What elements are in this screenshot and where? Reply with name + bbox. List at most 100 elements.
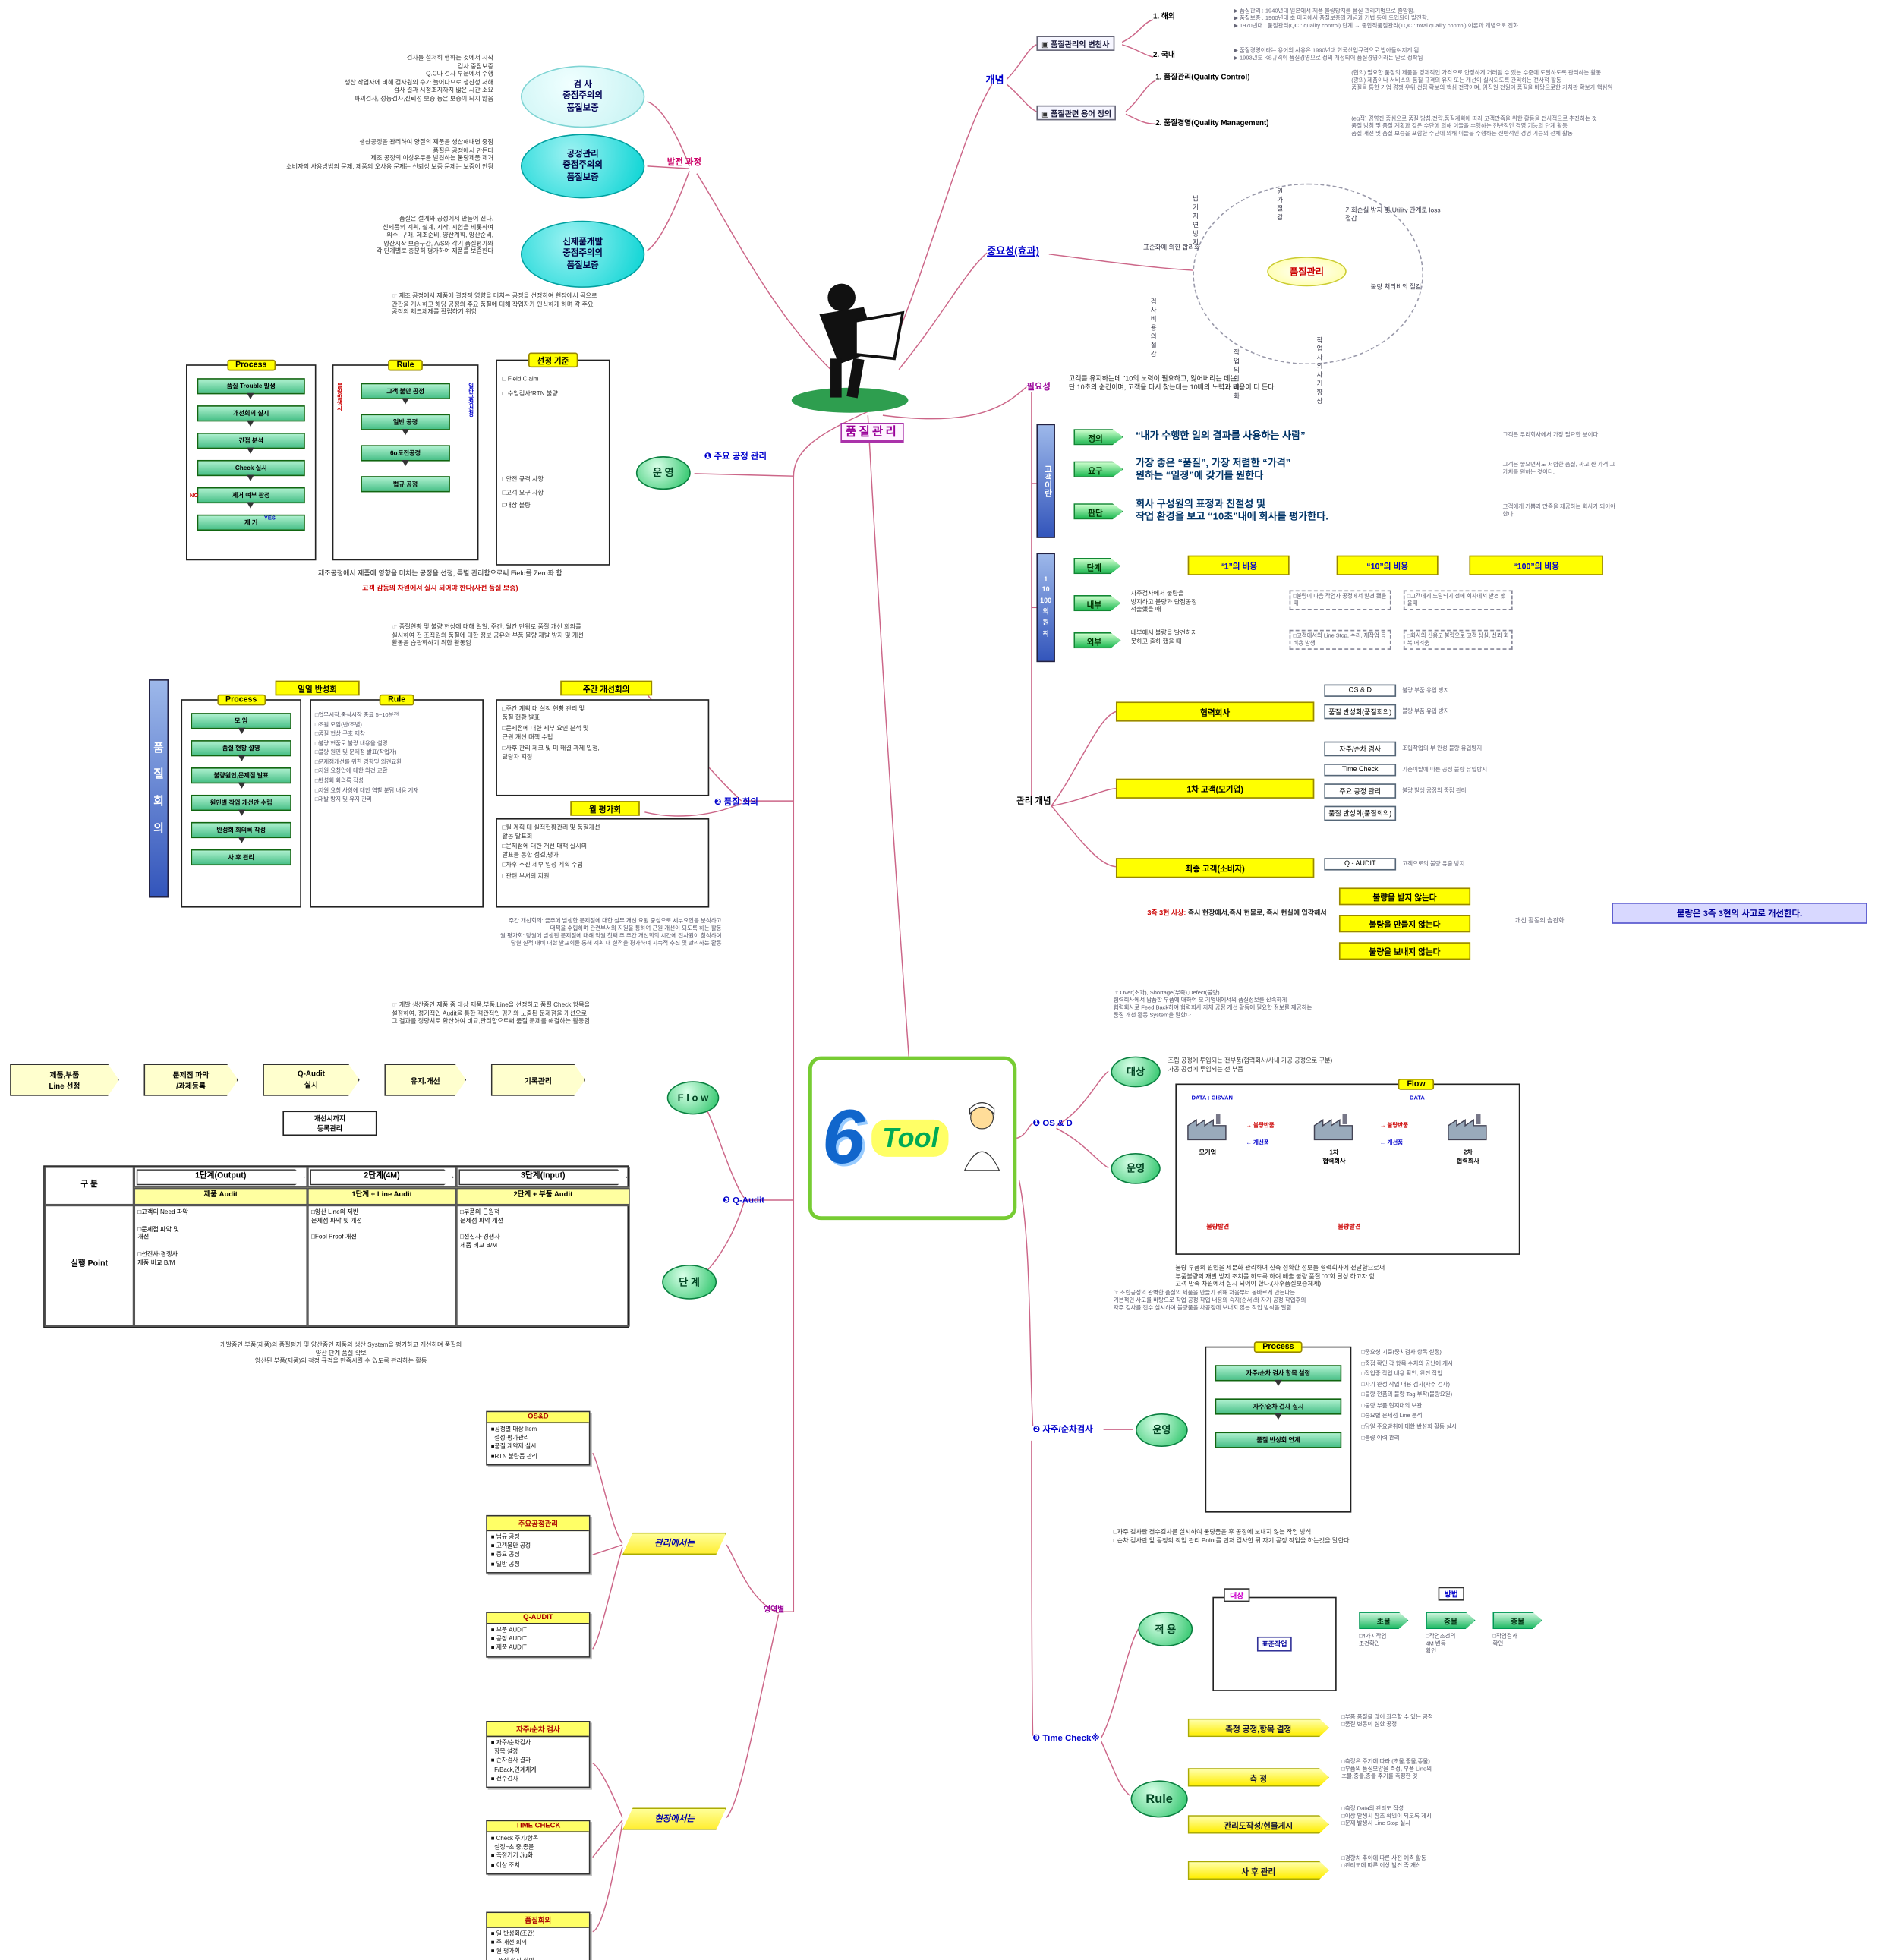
osd-label[interactable]: ❶ OS & D [1032,1119,1073,1129]
meeting-step[interactable]: 불량원인,문제점 발표 [191,767,291,784]
selfcheck-step[interactable]: 자주/순차 검사 항목 설정 [1215,1365,1342,1382]
principle-inner-label[interactable]: 내부 [1073,594,1121,612]
node-osd-target[interactable]: 대상 [1111,1056,1161,1088]
customer-req-label[interactable]: 요구 [1073,461,1123,477]
cost-10-box[interactable]: “10”의 비용 [1336,555,1439,575]
area-box-timecheck[interactable]: TIME CHECK■ Check 주기/항목 설정~초,중,종물 ■ 측정기기… [486,1820,591,1875]
daily-meeting-title[interactable]: 일일 반성회 [275,680,360,696]
meeting-step[interactable]: 품질 현황 설명 [191,740,291,757]
qaudit-label[interactable]: ❸ Q-Audit [723,1196,764,1205]
rule-step-4[interactable]: 사 후 관리 [1188,1861,1329,1880]
monthly-meeting-title[interactable]: 월 평가회 [570,801,640,816]
weekly-meeting-title[interactable]: 주간 개선회의 [560,680,653,696]
area-box-selfcheck[interactable]: 자주/순차 검사■ 자주/순차검사 항목 설정 ■ 순차검사 결과 F/Back… [486,1721,591,1788]
selfcheck-step[interactable]: 자주/순차 검사 실시 [1215,1398,1342,1415]
timecheck-label[interactable]: ❸ Time Check※ [1032,1734,1100,1744]
meeting-step[interactable]: 사 후 관리 [191,849,291,866]
flow-step[interactable]: 제품,부품 Line 선정 [10,1064,119,1095]
meeting-step[interactable]: 모 임 [191,713,291,729]
quality-meeting-label[interactable]: ❷ 품질 회의 [714,798,758,808]
main-process-label[interactable]: ❶ 주요 공정 관리 [704,452,767,462]
process-step[interactable]: 제거 여부 판정 [197,487,306,504]
area-label[interactable]: 영역별 [764,1606,785,1615]
mgmt-item-box[interactable]: 주요 공정 관리 [1324,783,1397,799]
slogan-2[interactable]: 불량을 만들지 않는다 [1338,915,1471,933]
cost-1-box[interactable]: “1”의 비용 [1187,555,1290,575]
rule-step-3[interactable]: 관리도작성/현물게시 [1188,1815,1329,1833]
selfcheck-step[interactable]: 품질 반성회 연계 [1215,1432,1342,1448]
selfcheck-label[interactable]: ❷ 자주/순차검사 [1032,1426,1093,1435]
method-arrow[interactable]: 종물 [1492,1612,1542,1630]
process-step[interactable]: 제 거 [197,514,306,531]
node-history-title[interactable]: ▣ 품질관리의 변천사 [1036,36,1114,51]
process-step[interactable]: 개선회의 실시 [197,405,306,422]
stage2-header[interactable]: 2단계(4M) [310,1169,453,1185]
mgmt-item-box[interactable]: OS & D [1324,684,1397,697]
mgmt-item-box[interactable]: Time Check [1324,764,1397,777]
mgmt-item-box[interactable]: 자주/순차 검사 [1324,741,1397,757]
branch-importance-label[interactable]: 중요성(효과) [987,245,1039,257]
rule-step-1[interactable]: 측정 공정,항목 결정 [1188,1719,1329,1737]
flow-step[interactable]: 문제점 파악 /과제등록 [143,1064,238,1095]
node-operation[interactable]: 운 영 [635,456,691,490]
cost-100-box[interactable]: “100”의 비용 [1469,555,1603,575]
customer-judge-label[interactable]: 판단 [1073,503,1123,520]
area-box-osd[interactable]: OS&D■공정별 대상 Item 설정·평가관리 ■품질 계약제 실시 ■RTN… [486,1410,591,1466]
mgmt-item-box[interactable]: Q - AUDIT [1324,858,1397,871]
node-selfcheck-operation[interactable]: 운영 [1136,1413,1188,1448]
node-timecheck-rule[interactable]: Rule [1130,1780,1188,1818]
three-principle-banner[interactable]: 불량은 3즉 3현의 사고로 개선한다. [1612,903,1867,924]
process-step[interactable]: Check 실시 [197,459,306,477]
node-partner-company[interactable]: 협력회사 [1115,701,1315,722]
principle-stage-label[interactable]: 단계 [1073,557,1121,575]
customer-def-label[interactable]: 정의 [1073,429,1123,446]
node-primary-customer[interactable]: 1차 고객(모기업) [1115,778,1315,799]
principle-outer-label[interactable]: 외부 [1073,632,1121,649]
stage1-header[interactable]: 1단계(Output) [137,1169,305,1185]
node-osd-operation[interactable]: 운영 [1111,1152,1161,1184]
six-tool-node[interactable]: 6 Tool [808,1056,1017,1221]
mgmt-item-box[interactable]: 품질 반성회(품질회의) [1324,704,1397,720]
terms-qc-label[interactable]: 1. 품질관리(Quality Control) [1155,74,1250,82]
rule-step-2[interactable]: 측 정 [1188,1768,1329,1786]
field-side-node[interactable]: 현장에서는 [622,1807,727,1830]
stage3-header[interactable]: 3단계(Input) [458,1169,627,1185]
flow-loop-box[interactable]: 개선시까지 등록관리 [282,1111,377,1136]
customer-section-bar[interactable]: 고객이란 [1036,424,1055,538]
flow-step[interactable]: Q-Audit 실시 [263,1064,359,1095]
node-terms-title[interactable]: ▣ 품질관련 용어 정의 [1036,105,1117,121]
terms-qm-label[interactable]: 2. 품질경영(Quality Management) [1155,120,1269,128]
history-domestic-label[interactable]: 2. 국내 [1152,52,1175,60]
process-step[interactable]: 간접 분석 [197,433,306,449]
branch-concept-label[interactable]: 개념 [985,74,1004,86]
area-box-qaudit[interactable]: Q-AUDIT■ 부품 AUDIT ■ 공정 AUDIT ■ 제품 AUDIT [486,1612,591,1658]
method-arrow[interactable]: 중물 [1426,1612,1476,1630]
rule-item[interactable]: 일반 공정 [361,414,450,430]
node-timecheck-apply[interactable]: 적 용 [1138,1612,1193,1647]
method-arrow[interactable]: 초물 [1359,1612,1409,1630]
flow-step[interactable]: 기록관리 [491,1064,585,1095]
mgmt-item-box[interactable]: 품질 반성회(품질회의) [1324,805,1397,821]
slogan-1[interactable]: 불량을 받지 않는다 [1338,887,1471,906]
node-stage[interactable]: 단 계 [662,1264,717,1300]
area-box-mainprocess[interactable]: 주요공정관리■ 법규 공정 ■ 고객불만 공정 ■ 중요 공정 ■ 일반 공정 [486,1514,591,1574]
meeting-step[interactable]: 원인별 작업 개선안 수립 [191,794,291,811]
importance-center-node[interactable]: 품질관리 [1267,257,1347,287]
area-box-meeting[interactable]: 품질회의■ 일 반성회(조간) ■ 주 개선 회의 ■ 월 평가회 - 품질 혁… [486,1911,591,1960]
center-title[interactable]: 품질관리 [840,419,904,443]
process-step[interactable]: 품질 Trouble 발생 [197,378,306,395]
slogan-3[interactable]: 불량을 보내지 않는다 [1338,942,1471,960]
branch-mgmt-concept-label[interactable]: 관리 개념 [1016,797,1051,806]
rule-item[interactable]: 6σ도전공정 [361,445,450,462]
flow-step[interactable]: 유지.개선 [384,1064,466,1095]
branch-necessity-label[interactable]: 필요성 [1026,383,1051,392]
meeting-step[interactable]: 반성회 회의록 작성 [191,821,291,839]
node-final-customer[interactable]: 최종 고객(소비자) [1115,858,1315,878]
admin-side-node[interactable]: 관리에서는 [622,1532,727,1555]
rule-item[interactable]: 고객 불만 공정 [361,383,450,399]
